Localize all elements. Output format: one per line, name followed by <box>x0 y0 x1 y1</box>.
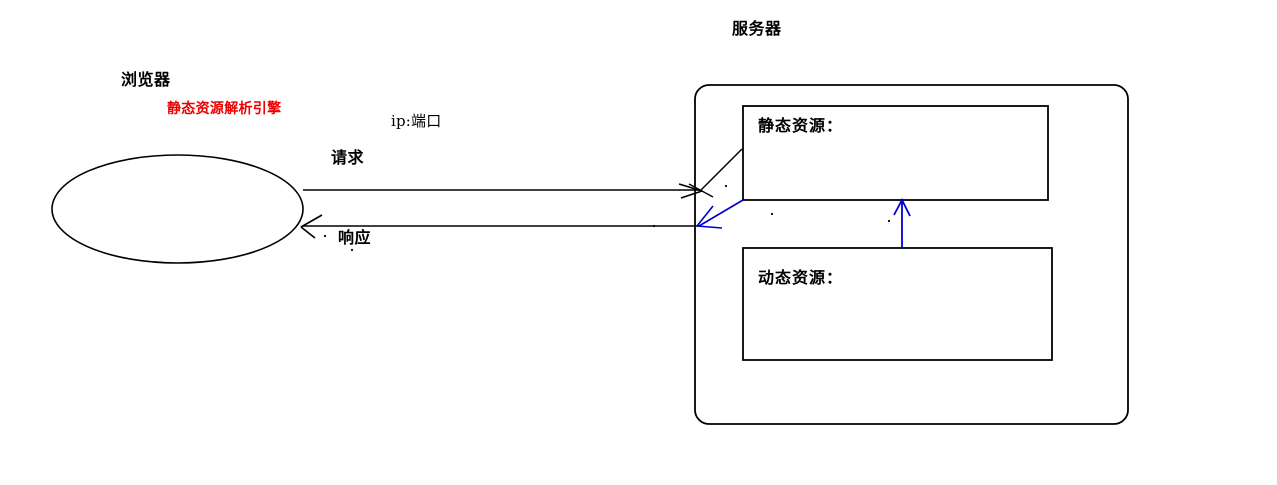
request-label: 请求 <box>331 148 365 167</box>
request-arrowhead <box>678 183 703 199</box>
artifact-speck <box>652 224 656 228</box>
artifact-speck <box>350 248 354 252</box>
response-label: 响应 <box>338 228 372 247</box>
artifact-speck <box>770 212 774 216</box>
static-resource-box <box>742 105 1049 201</box>
artifact-speck <box>724 184 728 188</box>
dynamic-resource-box <box>742 247 1053 361</box>
static-parser-engine-label: 静态资源解析引擎 <box>167 101 282 117</box>
server-container <box>694 84 1129 425</box>
response-source-diagonal <box>698 199 744 227</box>
ip-port-label: ip:端口 <box>391 112 442 130</box>
server-title: 服务器 <box>732 19 782 38</box>
artifact-speck <box>323 234 327 238</box>
request-entry-cross <box>688 183 714 198</box>
artifact-speck <box>887 219 891 223</box>
request-entry-diagonal <box>699 148 743 192</box>
static-resource-label: 静态资源： <box>758 116 844 135</box>
browser-ellipse <box>51 154 304 264</box>
dynamic-resource-label: 动态资源： <box>758 268 844 287</box>
browser-title: 浏览器 <box>121 70 171 89</box>
internal-upward-arrowhead <box>893 198 911 217</box>
response-arrowhead <box>300 214 323 239</box>
response-source-arrowhead <box>696 205 723 229</box>
